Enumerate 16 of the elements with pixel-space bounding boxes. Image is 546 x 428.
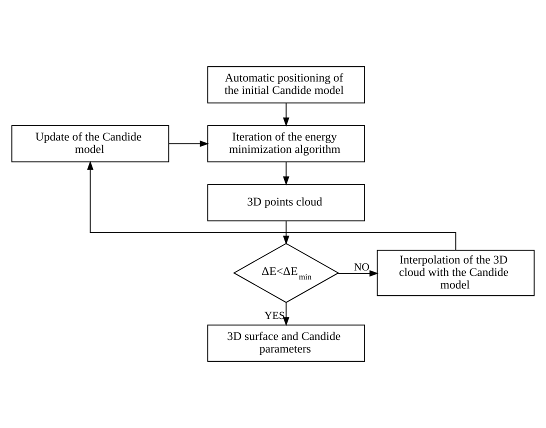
node-box: Iteration of the energy minimization algorithm (207, 125, 366, 162)
node-box: 3D surface and Candide parameters (207, 324, 366, 362)
arrow (282, 162, 290, 186)
node-box: Interpolation of the 3D cloud with the Candide model (376, 250, 535, 296)
arrow (337, 270, 379, 277)
arrow (87, 160, 456, 251)
node-box: Automatic positioning of the initial Candide model (207, 66, 366, 104)
edge-label: YES (264, 310, 285, 322)
arrow (168, 140, 209, 147)
node-box: 3D points cloud (207, 184, 366, 222)
arrow (282, 220, 290, 245)
arrow (282, 302, 290, 326)
node-diamond: ΔE<ΔE$_{min}$ (233, 242, 340, 303)
arrow (282, 102, 290, 127)
edge-label: NO (354, 261, 370, 274)
node-box: Update of the Candide model (11, 125, 170, 162)
